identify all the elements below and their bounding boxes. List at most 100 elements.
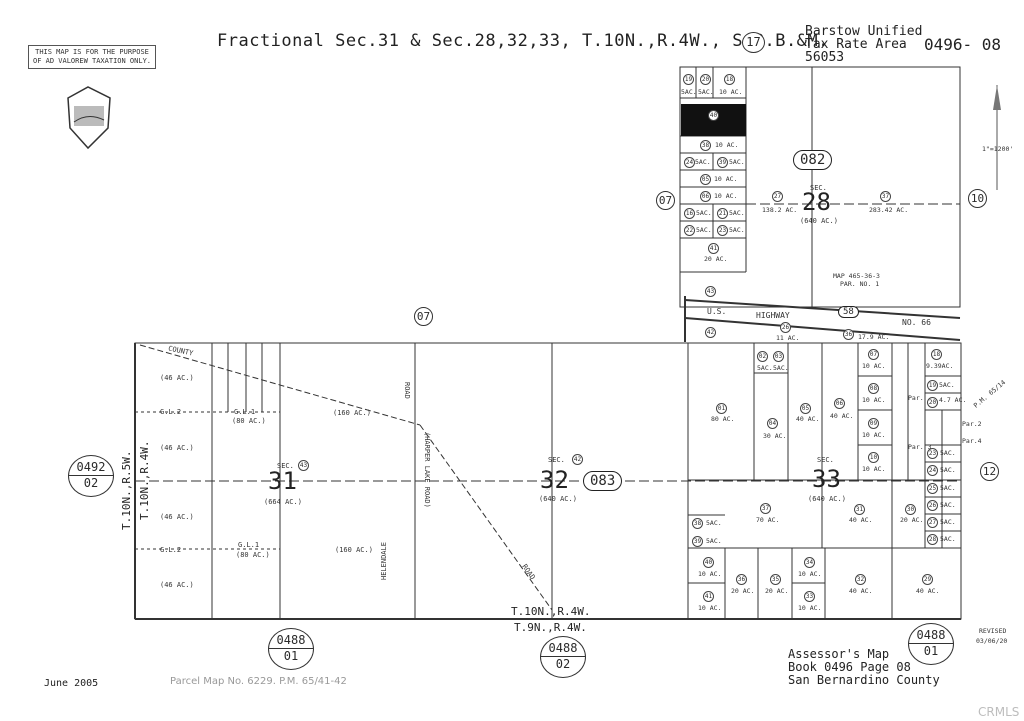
parcel-26b-s33-acres: 5AC. [940,501,956,509]
parcel-28-s33: 28 [927,534,938,545]
parcel-06-s33: 06 [834,398,845,409]
parcel-39-s33: 39 [692,536,703,547]
sec31-acres: (664 AC.) [264,498,302,506]
revised-label: REVISED [979,627,1007,635]
acres-160-b: (160 AC.) [335,546,373,554]
parcel-38-s33: 38 [692,518,703,529]
parcel-16-acres: 5AC. [696,209,712,217]
parcel-05-s33-acres: 40 AC. [796,415,820,423]
parcel-23: 23 [717,225,728,236]
county-seal-logo [67,86,111,150]
parcel-02: 02 [757,351,768,362]
parcel-04: 04 [767,418,778,429]
parcel-38-s33-acres: 5AC. [706,519,722,527]
map-title: Fractional Sec.31 & Sec.28,32,33, T.10N.… [217,31,829,51]
parcel-18-s33: 18 [931,349,942,360]
parcel-36-s33: 36 [843,329,854,340]
parcel-24-s33-acres: 5AC. [940,466,956,474]
adjacent-map-page: 02 [83,476,99,490]
parcel-27-acres: 138.2 AC. [762,206,798,214]
parcel-03-acres: 5AC. [773,364,789,372]
parcel-25-s33-acres: 5AC. [940,484,956,492]
parcel-37-acres: 283.42 AC. [869,206,909,214]
parcel-29-s33: 29 [922,574,933,585]
page-circle-07-mid: 07 [414,307,433,326]
parcel-41: 41 [708,243,719,254]
gl1-label: G.L.1 [234,408,256,416]
adjacent-map-page: 01 [923,644,939,658]
parcel-04-acres: 30 AC. [763,432,787,440]
acres-160-a: (160 AC.) [333,409,371,417]
parcel-32-s33: 32 [855,574,866,585]
disclaimer-line1: THIS MAP IS FOR THE PURPOSE [35,48,149,56]
par1-label: Par. [908,394,924,402]
sec31-parcel-acres: (46 AC.) [160,444,194,452]
sec32-circle: 42 [572,454,583,465]
parcel-26-s33-acres: 11 AC. [776,334,800,342]
sec32-acres: (640 AC.) [539,495,577,503]
assessor-map-line1: Assessor's Map [788,647,890,661]
parcel-22: 22 [684,225,695,236]
highway-name: HIGHWAY [756,311,790,320]
parcel-36b-s33-acres: 20 AC. [731,587,755,595]
road-label: ROAD [403,382,411,399]
scale-label: 1"=1200' [982,145,1014,153]
parcel-36-s33-acres: 17.9 AC. [858,333,890,341]
parcel-39-acres: 5AC. [729,158,745,166]
highway-us: U.S. [707,307,727,316]
parcel-37: 37 [880,191,891,202]
parcel-37-s33-acres: 70 AC. [756,516,780,524]
parcel-27-s33: 27 [927,517,938,528]
page-circle-12: 12 [980,462,999,481]
parcel-10-s33-acres: 10 AC. [862,465,886,473]
parcel-30-s33-acres: 20 AC. [900,516,924,524]
parcel-27: 27 [772,191,783,202]
parcel-34-s33-acres: 10 AC. [798,570,822,578]
parcel-23-s33-acres: 5AC. [940,449,956,457]
map-reference: 0496- 08 [924,35,1002,54]
crmls-watermark: CRMLS [978,705,1020,719]
highway-number: NO. 66 [902,318,931,327]
parcel-20-acres: 5AC. [698,88,714,96]
parcel-19-s33-acres: 5AC. [939,381,955,389]
parcel-33-s33-acres: 10 AC. [798,604,822,612]
parcel-25-s33: 25 [927,483,938,494]
parcel-30-s33: 30 [905,504,916,515]
parcel-36b-s33: 36 [736,574,747,585]
parcel-05-s33: 05 [800,403,811,414]
adjacent-map-0488-01-left: 0488 01 [268,628,314,670]
sec31-parcel-acres: (46 AC.) [160,513,194,521]
parcel-08-s33-acres: 10 AC. [862,396,886,404]
page-58: 58 [838,306,859,318]
parcel-18: 18 [724,74,735,85]
disclaimer-box: THIS MAP IS FOR THE PURPOSE OF AD VALORE… [28,45,157,69]
parcel-31-s33: 31 [854,504,865,515]
gl2-label-b: G.L.2 [160,546,182,554]
helendale-road-label: HELENDALE [380,542,388,580]
parcel-01: 01 [716,403,727,414]
map-ref-line2: PAR. NO. 1 [840,280,880,288]
parcel-21: 21 [717,208,728,219]
parcel-38-acres: 10 AC. [715,141,739,149]
sec31-label: SEC. [277,462,294,470]
parcel-41-acres: 20 AC. [704,255,728,263]
north-arrow-head [993,85,1001,110]
parcel-27-s33-acres: 5AC. [940,518,956,526]
disclaimer-line2: OF AD VALOREW TAXATION ONLY. [33,57,152,65]
township-t10n-r5w: T.10N.,R.5W. [120,450,133,530]
parcel-23-s33: 23 [927,448,938,459]
sec32-label: SEC. [548,456,565,464]
parcel-26b-s33: 26 [927,500,938,511]
parcel-39-s33-acres: 5AC. [706,537,722,545]
parcel-34-s33: 34 [804,557,815,568]
parcel-31-s33-acres: 40 AC. [849,516,873,524]
gl1-acres: (80 AC.) [232,417,266,425]
parcel-map-note: Parcel Map No. 6229. P.M. 65/41-42 [170,676,347,687]
parcel-18-s33-acres: 9.39AC. [926,362,954,370]
sec28-label: SEC. [810,184,827,192]
parcel-32-s33-acres: 40 AC. [849,587,873,595]
page-circle-10: 10 [968,189,987,208]
adjacent-map-page: 01 [283,649,299,663]
map-ref-line1: MAP 465-36-3 [833,272,880,280]
